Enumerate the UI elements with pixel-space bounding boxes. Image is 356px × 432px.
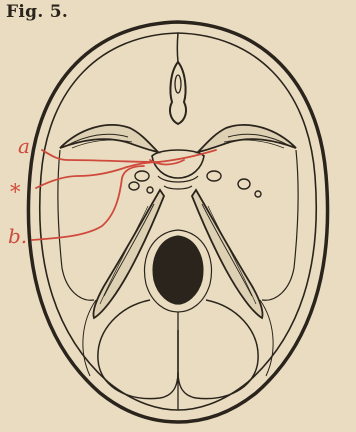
figure-label: Fig. 5. [6,2,68,22]
leader-a [42,150,216,162]
foramen-magnum [153,236,203,304]
right-foramina-group [207,171,261,197]
left-cerebellar-fossa [98,300,178,399]
right-cerebellar-fossa [178,300,258,399]
crista-galli-foramen [175,75,181,93]
annotation-leader-lines [32,150,216,240]
annotation-star: * [10,182,21,203]
left-lesser-wing [60,125,158,152]
annotation-a: a [18,136,30,156]
annotation-b: b. [8,226,27,246]
left-middle-fossa [58,150,94,300]
right-lesser-wing [198,125,296,152]
leader-b [32,166,144,240]
left-foramina-group [129,171,153,193]
right-middle-fossa [262,150,298,300]
